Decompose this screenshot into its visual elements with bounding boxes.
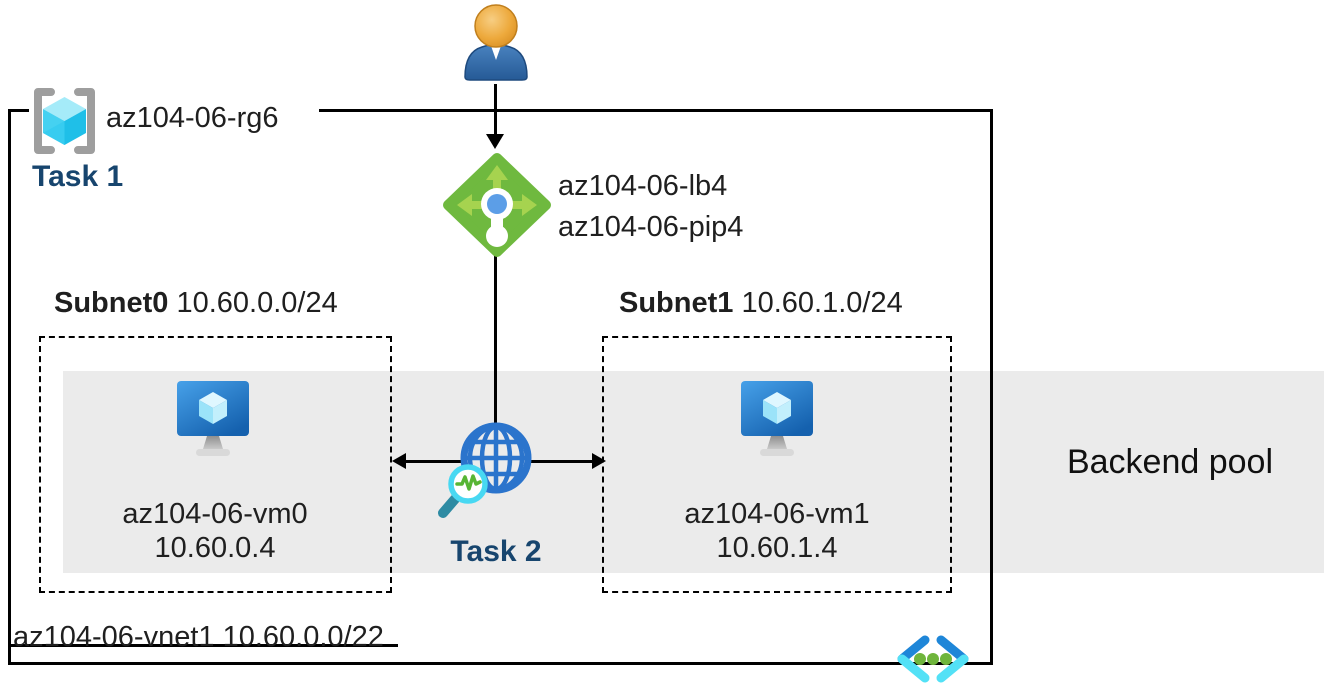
load-balancer-name: az104-06-lb4 — [558, 170, 728, 202]
virtual-network-icon — [897, 635, 969, 683]
subnet1-cidr: 10.60.1.0/24 — [741, 287, 903, 319]
subnet0-box — [39, 336, 392, 593]
globe-monitor-icon — [438, 422, 532, 518]
vnet-label: az104-06-vnet1 10.60.0.0/22 — [13, 621, 384, 654]
resource-group-box — [8, 109, 993, 665]
arrow-between-vms-left-head — [392, 453, 406, 469]
load-balancer-labels: az104-06-lb4 az104-06-pip4 — [558, 166, 743, 248]
subnet0-cidr: 10.60.0.0/24 — [176, 287, 338, 319]
load-balancer-public-ip: az104-06-pip4 — [558, 211, 744, 243]
vnet-border-line — [8, 644, 398, 647]
subnet1-name: Subnet1 — [619, 287, 734, 319]
vnet-cidr: 10.60.0.0/22 — [222, 621, 384, 653]
task2-label: Task 2 — [450, 535, 542, 568]
arrow-user-to-lb-line — [494, 84, 497, 136]
resource-group-icon — [34, 88, 95, 154]
backend-pool-band — [63, 371, 1324, 573]
vm1-ip: 10.60.1.4 — [716, 532, 838, 564]
task1-label: Task 1 — [32, 160, 124, 193]
user-person-icon — [464, 4, 528, 81]
subnet0-name: Subnet0 — [54, 287, 169, 319]
subnet1-label: Subnet1 10.60.1.0/24 — [619, 287, 903, 320]
vm0-labels: az104-06-vm0 10.60.0.4 — [90, 497, 340, 565]
backend-pool-label: Backend pool — [1066, 443, 1274, 481]
vnet-name: az104-06-vnet1 — [13, 621, 215, 653]
arrow-between-vms-right-head — [592, 453, 606, 469]
vm1-labels: az104-06-vm1 10.60.1.4 — [652, 497, 902, 565]
load-balancer-icon — [443, 153, 551, 257]
line-lb-to-globe — [494, 256, 497, 462]
arrow-user-to-lb-head — [486, 134, 504, 149]
vm1-name: az104-06-vm1 — [684, 498, 870, 530]
virtual-machine-icon-vm1 — [741, 381, 813, 456]
subnet0-label: Subnet0 10.60.0.0/24 — [54, 287, 338, 320]
vm0-name: az104-06-vm0 — [122, 498, 308, 530]
resource-group-label: az104-06-rg6 — [106, 102, 279, 134]
resource-group-border-gap — [29, 105, 319, 116]
virtual-machine-icon-vm0 — [177, 381, 249, 456]
vm0-ip: 10.60.0.4 — [154, 532, 276, 564]
